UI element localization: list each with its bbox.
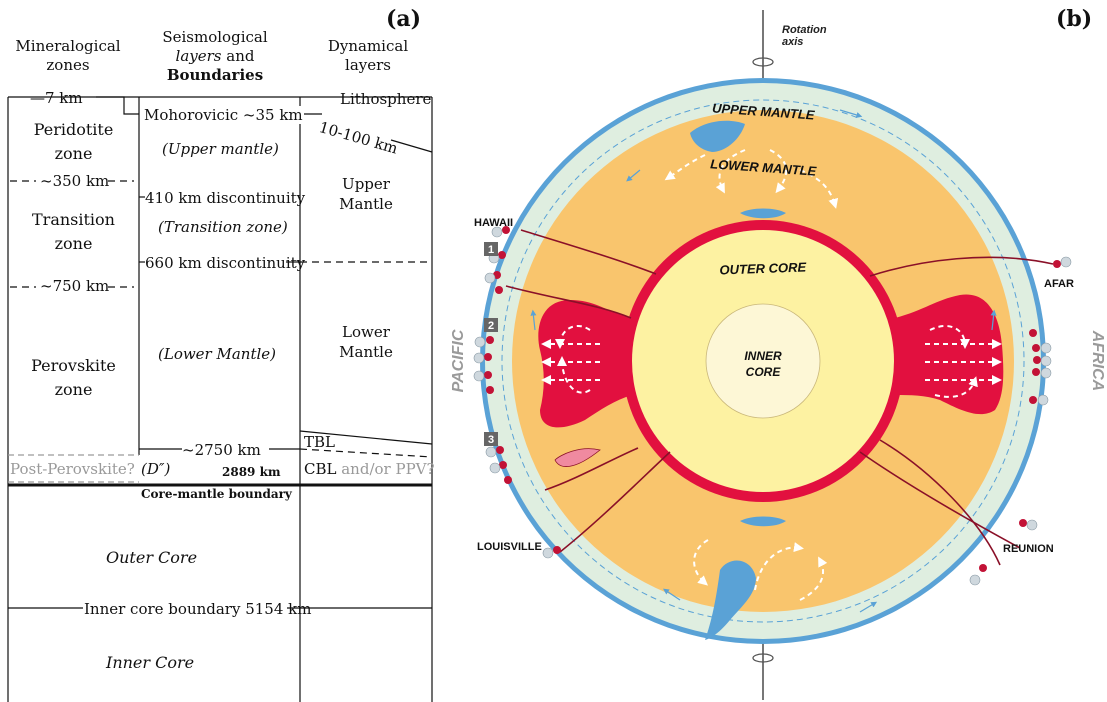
depth-7km: —7 km — [30, 89, 83, 107]
lower-mantle-text: LOWER MANTLE — [710, 156, 817, 178]
header-text: layers and — [140, 47, 290, 66]
zone-text: Perovskite — [31, 356, 116, 375]
reunion-label: REUNION — [1003, 543, 1054, 555]
zone-text: Peridotite — [33, 120, 114, 139]
header-text: Boundaries — [166, 66, 264, 84]
zone-text: Transition — [32, 210, 115, 229]
cbl-ppv-label: CBL and/or PPV? — [304, 460, 435, 478]
panel-b-label: (b) — [1056, 6, 1093, 32]
inner-core-label: Inner Core — [106, 653, 195, 672]
header-text: and — [221, 47, 255, 65]
outer-core-label: Outer Core — [106, 548, 198, 567]
mohorovicic-boundary: Mohorovicic ~35 km — [143, 106, 304, 124]
upper-mantle-flow — [501, 99, 1025, 623]
dyn-text: Lower — [342, 323, 390, 341]
peridotite-zone: Peridotite zone — [8, 118, 139, 166]
zone-text: zone — [54, 380, 93, 399]
header-text: layers — [345, 56, 391, 74]
header-mineralogical-zones: Mineralogical zones — [4, 37, 132, 75]
upper-mantle-flow-arrows — [530, 109, 997, 613]
rotation-axis-label-1: Rotation — [782, 24, 827, 36]
dyn-text: Mantle — [339, 195, 393, 213]
slab-pool-top — [740, 208, 786, 219]
plume-conduits — [505, 229, 1054, 566]
lower-mantle-dynamic: Lower Mantle — [300, 322, 432, 362]
depth-750km: ~750 km — [40, 277, 110, 295]
upper-mantle-text: UPPER MANTLE — [712, 100, 816, 122]
subducting-slab-top — [690, 120, 745, 152]
dyn-text: Mantle — [339, 343, 393, 361]
tbl-label: TBL — [304, 433, 335, 451]
discontinuity-660: 660 km discontinuity — [145, 254, 306, 272]
zone-text: zone — [54, 234, 93, 253]
upper-mantle-seismic: (Upper mantle) — [162, 140, 279, 158]
earth-cross-section: 1 2 3 Rotation axis UPPER MANTLE LOWER M… — [450, 10, 1106, 700]
header-text-italic: layers — [175, 47, 222, 65]
louisville-label: LOUISVILLE — [477, 541, 542, 553]
rotation-icon-bottom — [752, 653, 774, 663]
ppv-text: PPV? — [390, 460, 435, 478]
slab-pool-bottom — [740, 516, 786, 527]
transition-zone-seismic: (Transition zone) — [158, 218, 288, 236]
dyn-text: Upper — [342, 175, 390, 193]
lithosphere-label: Lithosphere — [340, 90, 432, 108]
header-dynamical-layers: Dynamical layers — [308, 37, 428, 75]
marker-1: 1 — [488, 244, 494, 256]
subducting-slab-bottom — [705, 560, 756, 640]
discontinuity-410: 410 km discontinuity — [145, 189, 306, 207]
africa-label: AFRICA — [1089, 330, 1106, 391]
header-seismological: Seismological layers and Boundaries — [140, 28, 290, 85]
small-plume-3 — [554, 448, 601, 467]
inner-core-text-2: CORE — [746, 365, 782, 379]
numbered-markers: 1 2 3 — [484, 242, 498, 446]
upper-mantle-dynamic: Upper Mantle — [300, 174, 432, 214]
hawaii-label: HAWAII — [474, 217, 513, 229]
depth-350km: ~350 km — [40, 172, 110, 190]
d-double-prime-layer: (D″) — [141, 460, 171, 478]
post-perovskite: Post-Perovskite? — [10, 460, 135, 478]
outer-core-text: OUTER CORE — [719, 259, 806, 277]
rotation-axis-label-2: axis — [782, 36, 803, 48]
zone-text: zone — [54, 144, 93, 163]
header-text: zones — [46, 56, 90, 74]
afar-label: AFAR — [1044, 278, 1074, 290]
marker-2: 2 — [488, 320, 494, 332]
and-or-text: and/or — [336, 460, 391, 478]
rotation-icon-top — [752, 57, 774, 67]
header-text: Mineralogical — [15, 37, 121, 55]
panel-a-label: (a) — [386, 6, 422, 32]
depth-label: 7 km — [45, 89, 83, 107]
mantle-convection-arrows — [541, 149, 1002, 601]
plume-pacific — [538, 300, 632, 428]
marker-3: 3 — [488, 434, 494, 446]
cbl-text: CBL — [304, 460, 337, 478]
transition-zone: Transition zone — [8, 208, 139, 256]
inner-core-text-1: INNER — [744, 349, 782, 363]
depth-2889km: 2889 km — [222, 465, 281, 479]
header-text: Dynamical — [327, 37, 409, 55]
depth-2750km: ~2750 km — [182, 441, 261, 459]
core-mantle-boundary: Core-mantle boundary — [141, 487, 292, 501]
inner-core — [705, 303, 821, 419]
pacific-label: PACIFIC — [450, 329, 467, 392]
lower-mantle-seismic: (Lower Mantle) — [158, 345, 277, 363]
perovskite-zone: Perovskite zone — [8, 354, 139, 402]
header-text: Seismological — [162, 28, 268, 46]
inner-core-boundary: Inner core boundary 5154 km — [84, 600, 312, 618]
